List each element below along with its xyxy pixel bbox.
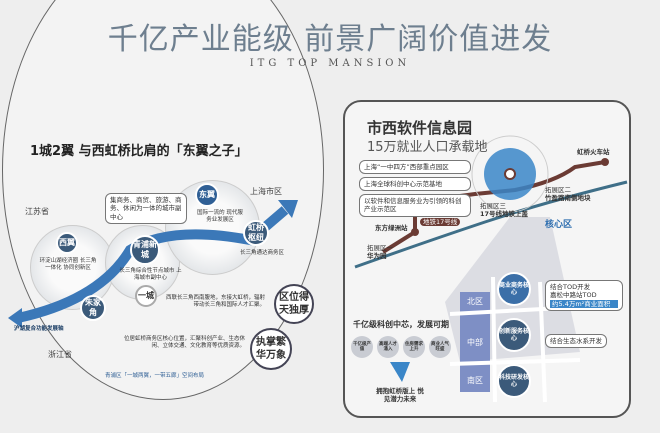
right-title: 市西软件信息园 <box>367 119 473 137</box>
tag-3: 以软件和信息服务业为引领的科创产业示范区 <box>359 194 471 217</box>
core-zone-label: 核心区 <box>545 220 573 230</box>
tag-2: 上海全球科创中心示范基地 <box>359 177 471 192</box>
east-desc: 国际一流的 现代服务业发展区 <box>197 210 243 224</box>
metro-line-17: 地铁17号线 <box>420 218 461 227</box>
station-dongfang: 东方绿洲站 <box>375 224 408 232</box>
label-jiangsu: 江苏省 <box>25 207 49 216</box>
node-onecity: 一城 <box>135 285 157 307</box>
district-middle: 中部 <box>467 338 483 347</box>
right-panel: 市西软件信息园 15万就业人口承载地 上海“一中四方”西部重点园区 上海全球科创… <box>343 100 631 418</box>
zone2: 拓展区二竹盈路南侧地块 <box>545 186 591 203</box>
tag-1: 上海“一中四方”西部重点园区 <box>359 160 471 175</box>
badge-prosperity: 执掌繁华万象 <box>250 328 292 370</box>
zone2-name: 拓展区二 <box>545 186 571 194</box>
node-west: 西翼 <box>56 232 78 254</box>
callout-box: 集商务、商贸、旅游、商务、休闲为一体的城市副中心 <box>105 193 187 225</box>
footnote: 青浦区「一城两翼，一带五廊」空间布局 <box>105 373 205 379</box>
zone1-desc: 华为园 <box>367 252 387 261</box>
district-south: 南区 <box>467 376 483 385</box>
node-zhujiajiao: 朱家角 <box>80 295 106 321</box>
zone2-desc: 竹盈路南侧地块 <box>545 194 591 203</box>
label-zhejiang: 浙江省 <box>48 350 72 359</box>
qingpu-desc: 长三角综合性节点城市 上海城市副中心 <box>119 268 182 282</box>
desc-2: 位居虹桥商务区核心位置，汇聚科创产业、生态休闲、立体交通、文化教育等优质资源。 <box>123 336 245 350</box>
chip-3: 住房需求上升 <box>403 336 425 358</box>
station-hongqiao: 虹桥火车站 <box>577 148 610 156</box>
badge-location: 区位得天独厚 <box>274 284 314 324</box>
node-hongqiao: 虹桥枢纽 <box>243 220 269 246</box>
node-east: 东翼 <box>195 183 219 207</box>
arrow-label: 沪湖复合功能发展轴 <box>14 326 64 332</box>
core-rnd: 科技研发核心 <box>497 364 531 398</box>
zone3-name: 拓展区三 <box>480 202 506 210</box>
core-innovation: 创新服务核心 <box>497 318 531 352</box>
zone1: 拓展区一华为园 <box>367 244 393 261</box>
district-north: 北区 <box>467 297 483 306</box>
eco-box: 结合生态水系开发 <box>545 334 607 349</box>
headline: 千亿级科创中芯，发展可期 <box>353 320 449 329</box>
chip-1: 千亿级产值 <box>351 336 373 358</box>
label-shanghai: 上海市区 <box>250 187 282 196</box>
desc-1: 西联长三角西南腹地，东接大虹桥，辐射带动长三角和国际人才汇聚。 <box>165 295 265 309</box>
page-title: 千亿产业能级 前景广阔价值进发 <box>107 22 553 57</box>
chip-2: 高端人才涌入 <box>377 336 399 358</box>
core-commerce: 商业商务核心 <box>497 272 531 306</box>
chip-4: 商业人气旺盛 <box>429 336 451 358</box>
left-heading: 1城2翼 与西虹桥比肩的「东翼之子」 <box>30 144 248 159</box>
zone1-name: 拓展区一 <box>367 244 393 252</box>
funnel-text: 拥抱虹桥版上 悦见潜力未来 <box>376 387 424 404</box>
hongqiao-desc: 长三角通达商务区 <box>240 250 285 256</box>
zone3-desc: 17号线地铁上盖 <box>480 210 529 219</box>
tod-2: 嘉松中路站TOD <box>550 291 597 300</box>
node-qingpu: 青浦新城 <box>130 235 160 265</box>
tod-1: 结合TOD开发 <box>550 283 591 291</box>
right-subtitle: 15万就业人口承载地 <box>367 140 488 155</box>
west-desc: 环淀山湖经济圈 长三角一体化 协同创新区 <box>39 258 97 272</box>
tod-3: 约5.4万m²商业面积 <box>550 299 618 309</box>
page-subtitle: ITG TOP MANSION <box>249 58 411 69</box>
